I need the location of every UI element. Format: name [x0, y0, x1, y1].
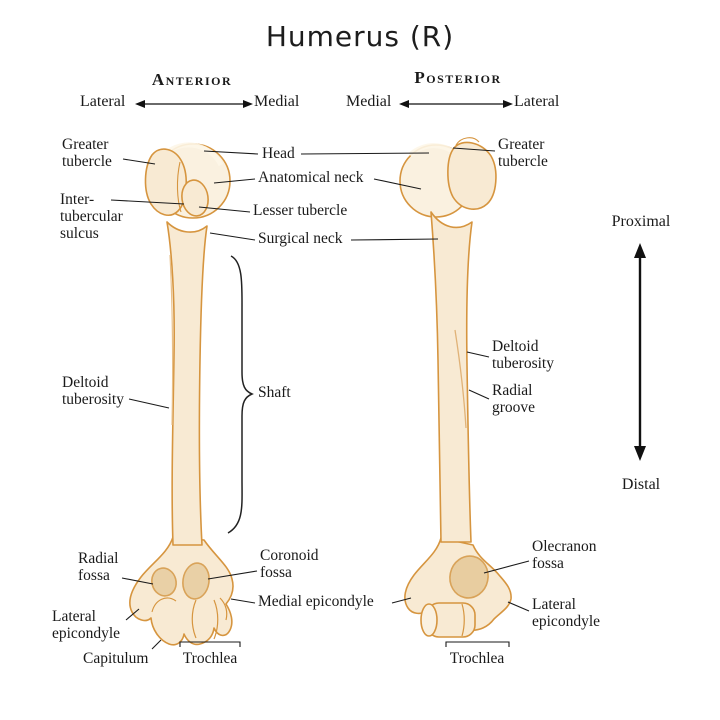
proximal-label: Proximal [611, 213, 671, 230]
direction-arrows [135, 100, 513, 108]
label-capitulum: Capitulum [83, 650, 149, 667]
leader-lines [110, 147, 530, 650]
shaft-brace [227, 255, 254, 534]
label-radial-fossa: Radial fossa [78, 550, 119, 584]
anterior-heading: Anterior [151, 70, 233, 89]
label-deltoid-tuberosity-posterior: Deltoid tuberosity [492, 338, 554, 372]
label-intertubercular-sulcus: Inter- tubercular sulcus [60, 191, 123, 242]
label-lesser-tubercle: Lesser tubercle [253, 202, 348, 219]
posterior-heading: Posterior [414, 68, 502, 87]
distal-label: Distal [621, 476, 661, 493]
posterior-medial-label: Medial [346, 93, 392, 110]
posterior-lateral-label: Lateral [514, 93, 560, 110]
label-anatomical-neck: Anatomical neck [258, 169, 364, 186]
proximal-distal-arrow [634, 243, 646, 461]
anterior-lateral-label: Lateral [80, 93, 126, 110]
label-lateral-epicondyle-posterior: Lateral epicondyle [532, 596, 601, 630]
page-title: Humerus (R) [265, 20, 455, 53]
label-medial-epicondyle: Medial epicondyle [258, 593, 374, 610]
label-deltoid-tuberosity-anterior: Deltoid tuberosity [62, 374, 124, 408]
anterior-bone [129, 142, 234, 646]
anterior-distal-shape [129, 536, 234, 646]
anterior-coronoid-fossa-shape [182, 562, 210, 600]
posterior-shaft-shape [430, 211, 473, 543]
posterior-bone [399, 137, 512, 638]
label-radial-groove: Radial groove [492, 382, 536, 416]
label-greater-tubercle-anterior: Greater tubercle [62, 136, 112, 170]
label-trochlea-posterior: Trochlea [449, 650, 505, 667]
label-trochlea-anterior: Trochlea [182, 650, 238, 667]
posterior-olecranon-fossa-shape [449, 555, 489, 599]
trochlea-brackets [179, 641, 510, 647]
label-greater-tubercle-posterior: Greater tubercle [498, 136, 548, 170]
label-surgical-neck: Surgical neck [258, 230, 343, 247]
anterior-greater-tubercle-shape [144, 148, 187, 216]
anterior-medial-label: Medial [254, 93, 300, 110]
label-head: Head [262, 145, 295, 162]
label-shaft: Shaft [258, 384, 291, 401]
anterior-shaft-shape [166, 221, 208, 546]
label-coronoid-fossa: Coronoid fossa [260, 547, 319, 581]
label-olecranon-fossa: Olecranon fossa [532, 538, 597, 572]
anterior-radial-fossa-shape [151, 567, 177, 597]
posterior-greater-tubercle-shape [447, 141, 497, 210]
label-lateral-epicondyle-anterior: Lateral epicondyle [52, 608, 121, 642]
